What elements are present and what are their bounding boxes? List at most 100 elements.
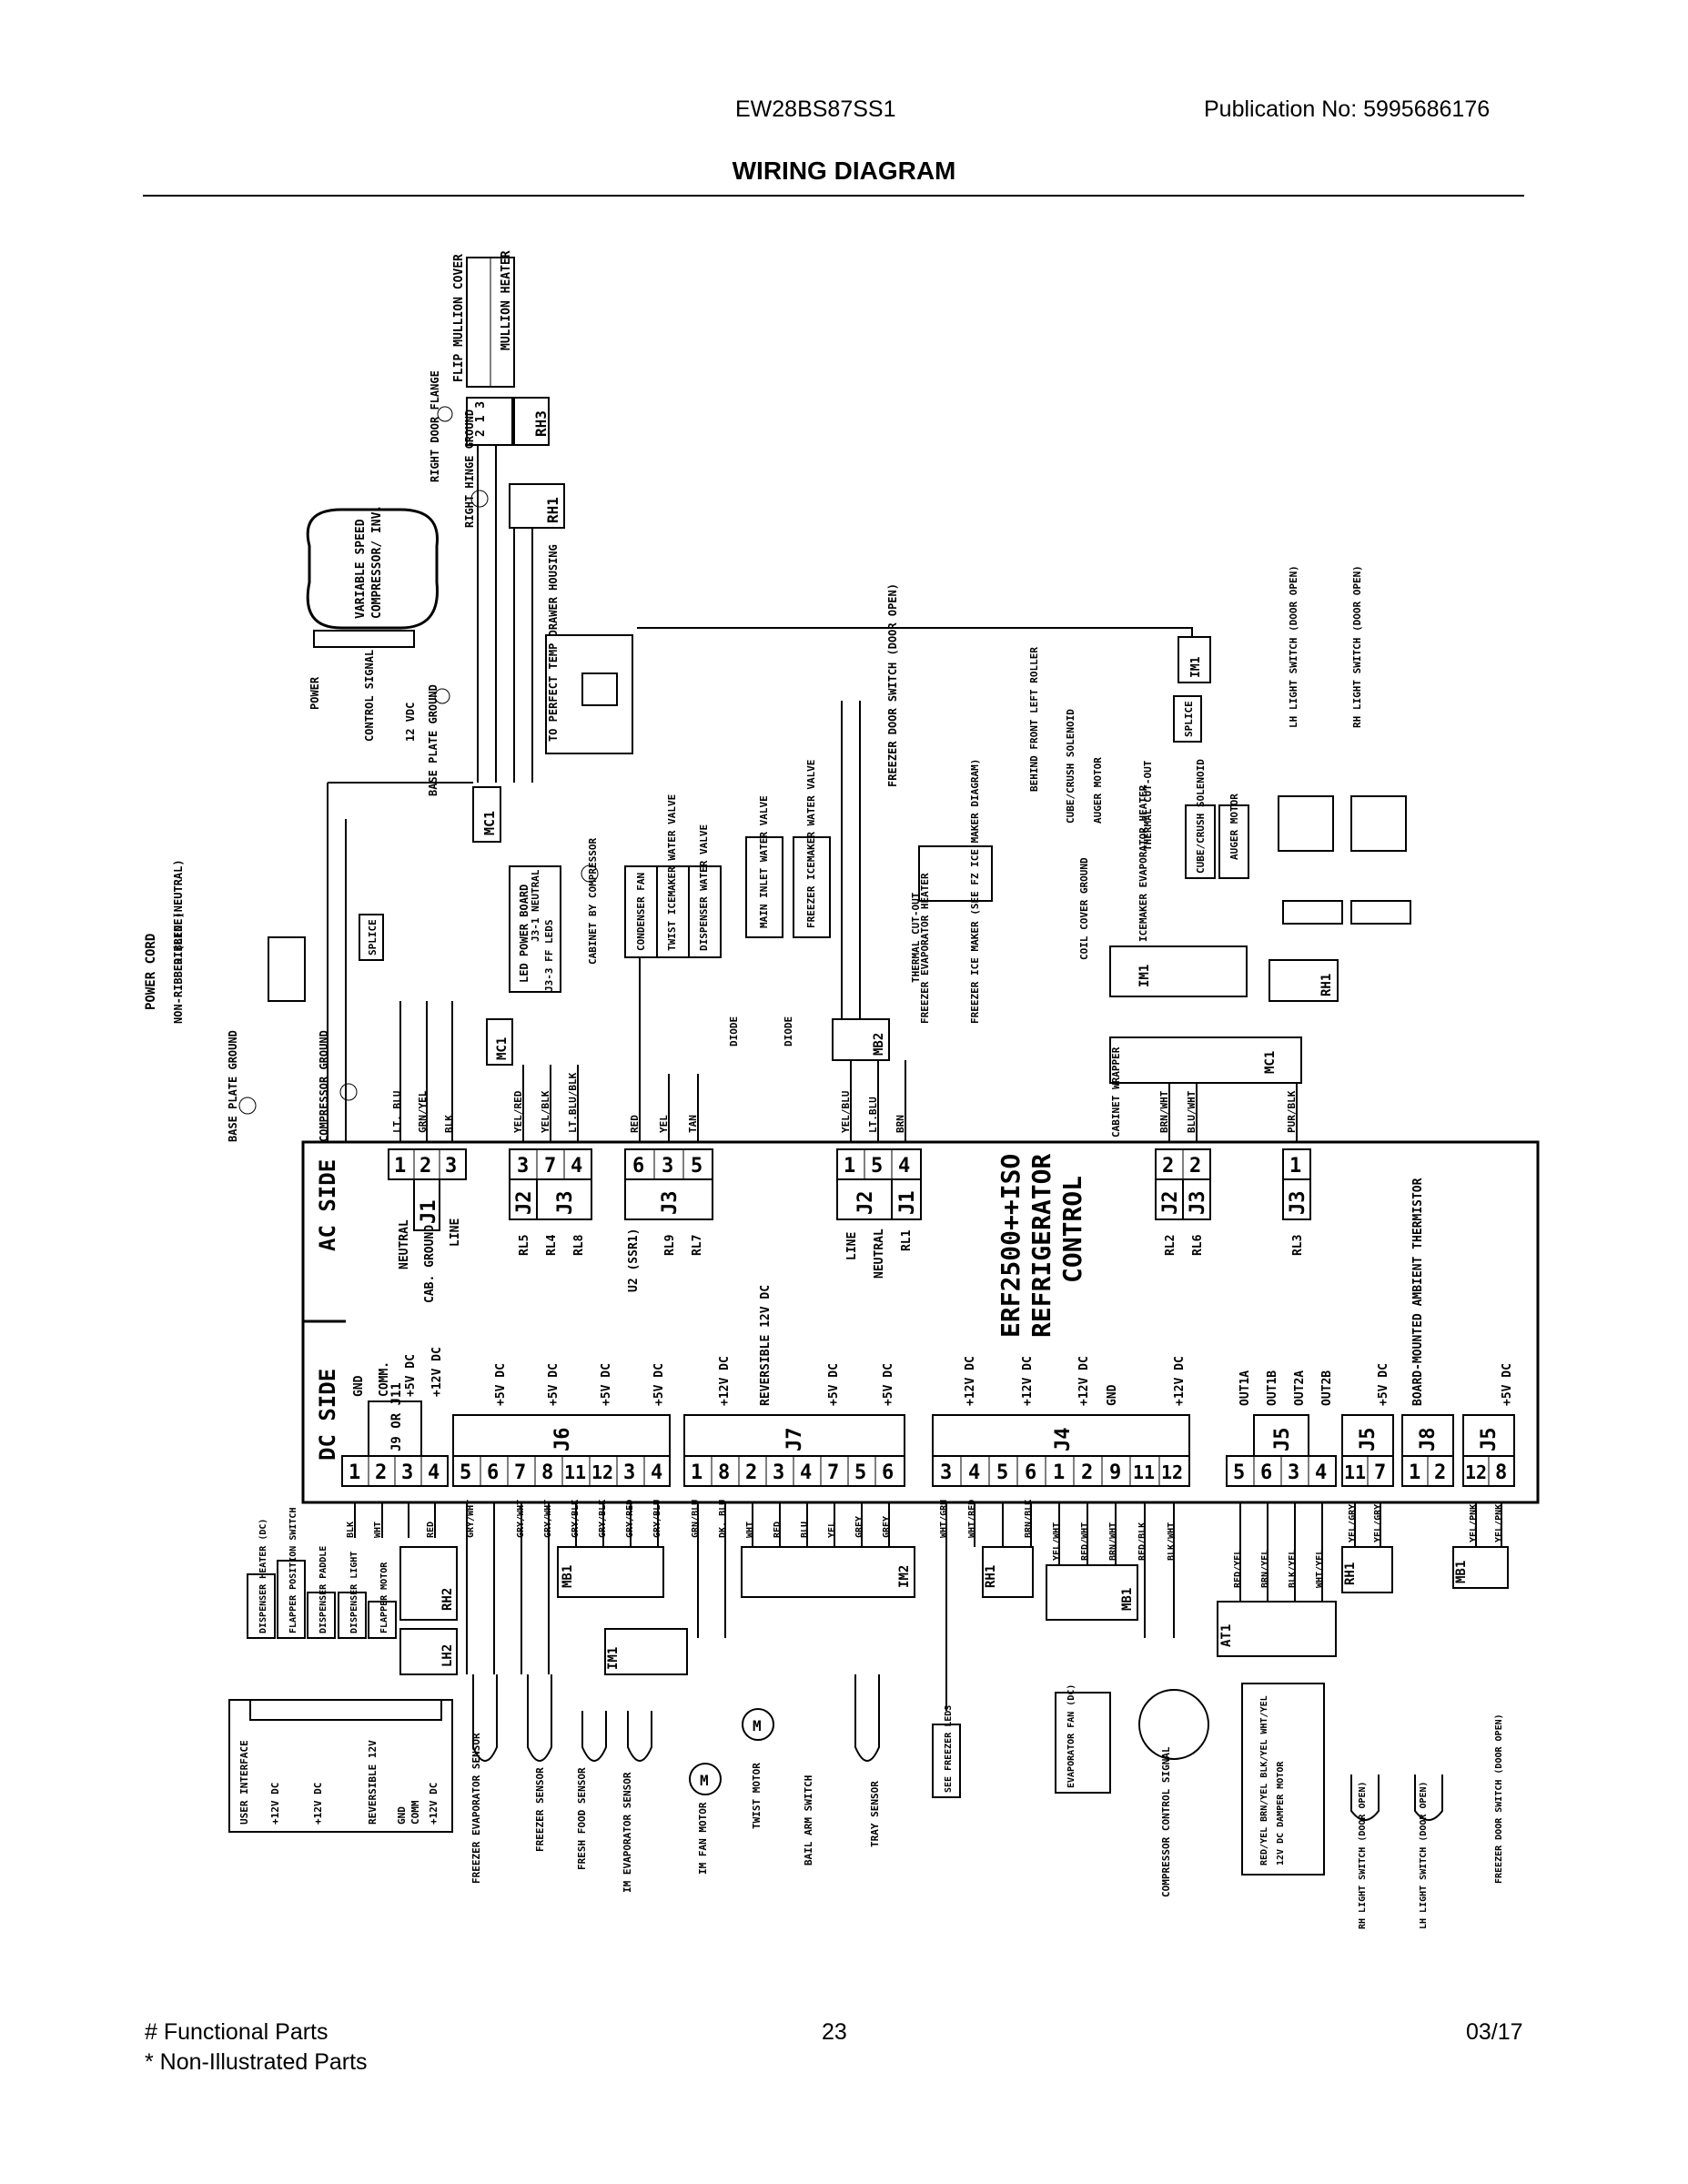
svg-text:AUGER MOTOR: AUGER MOTOR bbox=[1092, 757, 1104, 824]
svg-text:COMM: COMM bbox=[409, 1800, 421, 1825]
svg-text:MB1: MB1 bbox=[1120, 1588, 1135, 1611]
svg-text:DISPENSER HEATER (DC): DISPENSER HEATER (DC) bbox=[258, 1519, 268, 1633]
svg-text:GRY/WHT: GRY/WHT bbox=[543, 1500, 553, 1538]
svg-text:BRN: BRN bbox=[895, 1115, 906, 1133]
svg-text:+5V DC: +5V DC bbox=[652, 1363, 666, 1406]
title-divider bbox=[143, 195, 1524, 197]
svg-text:GRN/BLU: GRN/BLU bbox=[691, 1500, 701, 1538]
svg-text:RIBBED (NEUTRAL): RIBBED (NEUTRAL) bbox=[172, 859, 185, 965]
svg-text:+12V DC: +12V DC bbox=[269, 1783, 281, 1825]
svg-text:8: 8 bbox=[1495, 1461, 1507, 1484]
svg-text:+12V DC: +12V DC bbox=[1021, 1356, 1035, 1406]
svg-text:5: 5 bbox=[996, 1461, 1008, 1484]
svg-text:WHT/RED: WHT/RED bbox=[967, 1500, 977, 1538]
svg-text:CONTROL SIGNAL: CONTROL SIGNAL bbox=[363, 650, 376, 742]
svg-text:M: M bbox=[753, 1717, 762, 1734]
svg-text:LT. BLU: LT. BLU bbox=[391, 1090, 403, 1133]
svg-text:11: 11 bbox=[564, 1461, 586, 1483]
svg-text:MB2: MB2 bbox=[872, 1033, 886, 1056]
dc-connector-j9: 1 2 3 4 J9 OR J11 GND COMM. +5V DC +12V … bbox=[341, 1347, 449, 1487]
svg-text:+12V DC: +12V DC bbox=[430, 1347, 444, 1397]
svg-text:FLIP MULLION COVER: FLIP MULLION COVER bbox=[452, 254, 466, 382]
svg-text:LH2: LH2 bbox=[440, 1644, 455, 1667]
svg-text:BASE PLATE GROUND: BASE PLATE GROUND bbox=[227, 1030, 239, 1142]
svg-text:DISPENSER LIGHT: DISPENSER LIGHT bbox=[349, 1552, 359, 1633]
svg-text:+5V DC: +5V DC bbox=[600, 1363, 613, 1406]
svg-text:2: 2 bbox=[745, 1461, 757, 1484]
svg-text:12: 12 bbox=[1161, 1461, 1183, 1483]
svg-text:5: 5 bbox=[871, 1155, 883, 1178]
svg-text:BASE PLATE GROUND: BASE PLATE GROUND bbox=[427, 684, 440, 796]
svg-text:RH LIGHT SWITCH (DOOR OPEN): RH LIGHT SWITCH (DOOR OPEN) bbox=[1351, 565, 1363, 728]
svg-text:RH LIGHT SWITCH (DOOR OPEN): RH LIGHT SWITCH (DOOR OPEN) bbox=[1358, 1781, 1368, 1929]
svg-text:+12V DC: +12V DC bbox=[718, 1356, 732, 1406]
svg-text:MULLION HEATER: MULLION HEATER bbox=[500, 250, 513, 350]
svg-text:+5V DC: +5V DC bbox=[882, 1363, 895, 1406]
svg-text:REVERSIBLE 12V: REVERSIBLE 12V bbox=[367, 1740, 379, 1825]
svg-text:GRY/BLK: GRY/BLK bbox=[571, 1500, 581, 1538]
svg-text:NON-RIBBED (LINE): NON-RIBBED (LINE) bbox=[172, 912, 185, 1024]
svg-text:RED/BLK: RED/BLK bbox=[1137, 1522, 1147, 1561]
svg-text:RL4: RL4 bbox=[545, 1234, 559, 1256]
svg-text:LH LIGHT SWITCH (DOOR OPEN): LH LIGHT SWITCH (DOOR OPEN) bbox=[1419, 1781, 1429, 1929]
svg-text:MAIN INLET WATER VALVE: MAIN INLET WATER VALVE bbox=[758, 795, 770, 928]
svg-text:FLAPPER MOTOR: FLAPPER MOTOR bbox=[379, 1562, 389, 1633]
svg-text:RED: RED bbox=[629, 1115, 641, 1133]
dc-connector-j5-c: 12 8 J5 +5V DC bbox=[1462, 1363, 1515, 1487]
svg-text:RED/WHT: RED/WHT bbox=[1080, 1522, 1090, 1561]
svg-text:AUGER MOTOR: AUGER MOTOR bbox=[1228, 794, 1240, 860]
svg-text:BRN/WHT: BRN/WHT bbox=[1158, 1090, 1170, 1133]
svg-text:3: 3 bbox=[1288, 1461, 1299, 1484]
svg-text:FREEZER DOOR SWITCH (DOOR OPEN: FREEZER DOOR SWITCH (DOOR OPEN) bbox=[1494, 1714, 1504, 1884]
svg-text:BLK: BLK bbox=[346, 1522, 356, 1538]
svg-text:TAN: TAN bbox=[687, 1115, 699, 1133]
svg-text:5: 5 bbox=[854, 1461, 866, 1484]
svg-text:6: 6 bbox=[632, 1155, 644, 1178]
svg-text:7: 7 bbox=[514, 1461, 526, 1484]
svg-text:RL9: RL9 bbox=[663, 1235, 677, 1256]
wire-labels-bottom: BLK WHT RED GRY/WHT GRY/WHT GRY/WHT GRY/… bbox=[346, 1500, 1504, 1588]
model-number: EW28BS87SS1 bbox=[735, 96, 896, 122]
dc-connector-j5-b: 11 7 J5 +5V DC bbox=[1341, 1363, 1394, 1487]
footer-non-illustrated-parts: * Non-Illustrated Parts bbox=[145, 2049, 368, 2075]
freezer-door-switch-group: FREEZER DOOR SWITCH (DOOR OPEN) BEHIND F… bbox=[832, 583, 1090, 1061]
svg-text:IM2: IM2 bbox=[897, 1565, 912, 1588]
svg-text:GND: GND bbox=[352, 1375, 366, 1397]
svg-text:1: 1 bbox=[1289, 1155, 1301, 1178]
svg-text:J1: J1 bbox=[896, 1191, 919, 1216]
svg-text:COMM.: COMM. bbox=[378, 1361, 391, 1397]
svg-text:FREEZER EVAPORATOR HEATER: FREEZER EVAPORATOR HEATER bbox=[919, 873, 931, 1024]
svg-text:CONDENSER FAN: CONDENSER FAN bbox=[635, 873, 647, 951]
svg-text:3: 3 bbox=[401, 1461, 413, 1484]
svg-text:U2 (SSR1): U2 (SSR1) bbox=[627, 1228, 641, 1292]
svg-text:J3: J3 bbox=[554, 1191, 577, 1216]
svg-text:VARIABLE SPEED: VARIABLE SPEED bbox=[354, 519, 368, 619]
dc-connector-j8: 1 2 J8 BOARD-MOUNTED AMBIENT THERMISTOR bbox=[1401, 1178, 1454, 1487]
svg-text:2: 2 bbox=[1081, 1461, 1093, 1484]
svg-text:SPLICE: SPLICE bbox=[367, 919, 379, 956]
dc-connector-j7: 1 8 2 3 4 7 5 6 J7 +12V DC REVERSIBLE 12… bbox=[683, 1285, 905, 1487]
svg-text:REVERSIBLE 12V DC: REVERSIBLE 12V DC bbox=[759, 1285, 773, 1406]
svg-text:TO PERFECT TEMP DRAWER HOUSING: TO PERFECT TEMP DRAWER HOUSING bbox=[547, 544, 560, 742]
svg-text:YEL/WHT: YEL/WHT bbox=[1052, 1522, 1062, 1561]
svg-text:THERMAL CUT-OUT: THERMAL CUT-OUT bbox=[910, 892, 922, 983]
control-board-title: ERF2500++ISO REFRIGERATOR CONTROL bbox=[996, 1154, 1087, 1338]
ac-connector-j3-right: 6 3 5 J3 U2 (SSR1) RL9 RL7 bbox=[624, 1148, 713, 1292]
svg-text:6: 6 bbox=[1025, 1461, 1036, 1484]
svg-text:CUBE/CRUSH SOLENOID: CUBE/CRUSH SOLENOID bbox=[1065, 709, 1076, 824]
svg-text:1: 1 bbox=[1409, 1461, 1420, 1484]
svg-text:NEUTRAL: NEUTRAL bbox=[873, 1228, 886, 1279]
svg-text:RH3: RH3 bbox=[532, 410, 550, 437]
svg-text:LINE: LINE bbox=[845, 1232, 859, 1260]
svg-text:3: 3 bbox=[445, 1155, 457, 1178]
svg-text:11: 11 bbox=[1133, 1461, 1155, 1483]
svg-text:FRESH FOOD SENSOR: FRESH FOOD SENSOR bbox=[576, 1767, 588, 1870]
svg-text:2: 2 bbox=[419, 1155, 431, 1178]
svg-text:RH1: RH1 bbox=[544, 497, 561, 523]
svg-text:DISPENSER PADDLE: DISPENSER PADDLE bbox=[318, 1546, 329, 1633]
svg-text:J3-3 FF LEDS: J3-3 FF LEDS bbox=[543, 920, 555, 992]
svg-text:WHT/GRN: WHT/GRN bbox=[939, 1500, 949, 1538]
svg-text:FREEZER DOOR SWITCH (DOOR OPEN: FREEZER DOOR SWITCH (DOOR OPEN) bbox=[886, 583, 899, 787]
svg-text:LT.BLU/BLK: LT.BLU/BLK bbox=[567, 1072, 579, 1133]
svg-text:FREEZER ICEMAKER WATER VALVE: FREEZER ICEMAKER WATER VALVE bbox=[805, 760, 817, 928]
